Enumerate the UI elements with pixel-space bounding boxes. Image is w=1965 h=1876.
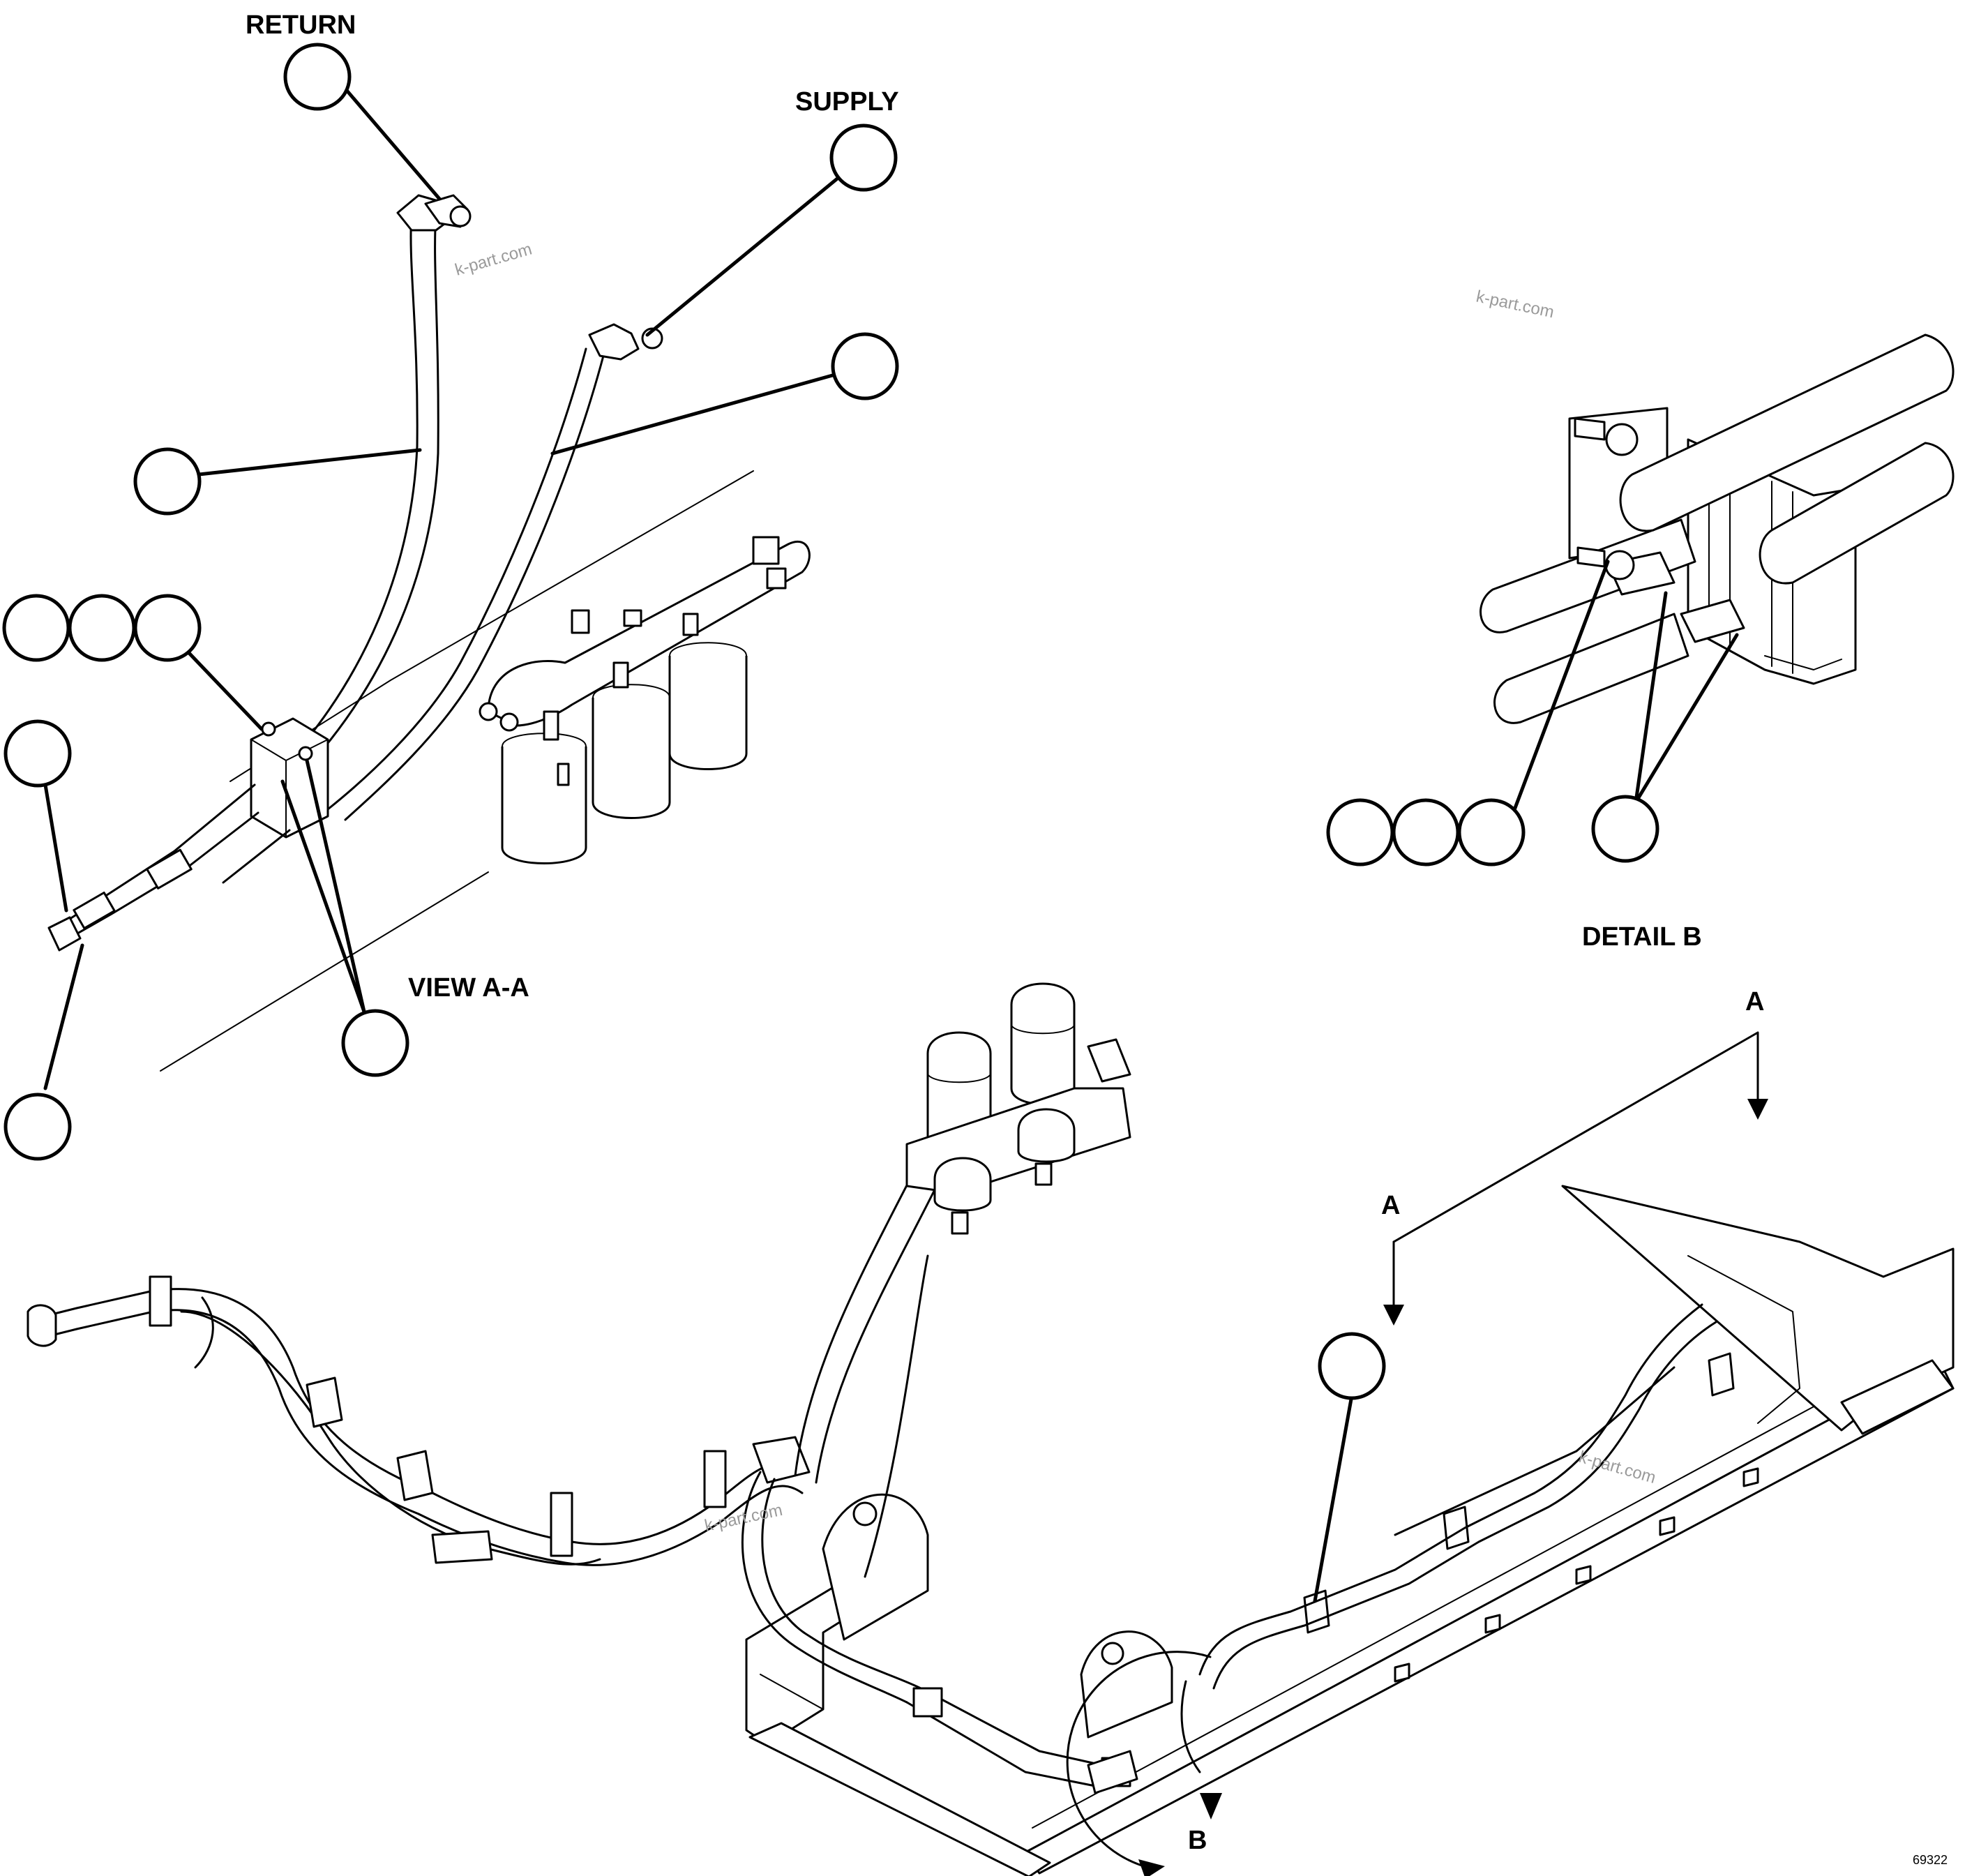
watermark-2: k-part.com [1475, 287, 1556, 322]
detail-b-callouts [1326, 560, 1739, 866]
view-a-a-label: VIEW A-A [408, 973, 529, 1003]
callout-bubble-fitting-lower [3, 1093, 72, 1161]
figure-number: 69322 [1913, 1853, 1948, 1867]
callout-bubble-block-3 [133, 594, 202, 662]
main-assembly-callouts [1313, 1332, 1386, 1603]
supply-label: SUPPLY [795, 87, 899, 117]
main-assembly-drawing [27, 982, 1955, 1876]
callout-bubble-block-1 [2, 594, 70, 662]
section-a-label-left: A [1381, 1191, 1400, 1220]
detail-b-indicator [1066, 1651, 1222, 1876]
detail-b-marker-label: B [1188, 1826, 1207, 1855]
section-a-a-indicator [1383, 1031, 1768, 1326]
view-a-a-callouts [2, 43, 899, 1161]
watermark-4: k-part.com [1576, 1448, 1657, 1487]
callout-bubble-clamp-block [341, 1009, 409, 1077]
detail-b-label: DETAIL B [1582, 922, 1702, 952]
callout-bubble-detail-b-2 [1392, 798, 1460, 866]
callout-bubble-supply-fitting [829, 123, 898, 192]
callout-bubble-detail-b-1 [1326, 798, 1394, 866]
detail-b-drawing [1480, 333, 1955, 724]
callout-bubble-return-hose [133, 447, 202, 516]
callout-bubble-block-2 [68, 594, 136, 662]
callout-bubble-detail-b-3 [1457, 798, 1526, 866]
watermark-1: k-part.com [453, 240, 534, 280]
callout-bubble-fitting-upper [3, 719, 72, 788]
callout-bubble-return-fitting [283, 43, 352, 111]
return-label: RETURN [246, 10, 356, 40]
callout-bubble-rail-clamp [1318, 1332, 1386, 1400]
callout-bubble-detail-b-strap [1591, 795, 1659, 863]
callout-bubble-supply-hose [831, 332, 899, 400]
view-a-a-drawing [47, 194, 811, 1072]
section-a-label-top: A [1745, 987, 1764, 1016]
